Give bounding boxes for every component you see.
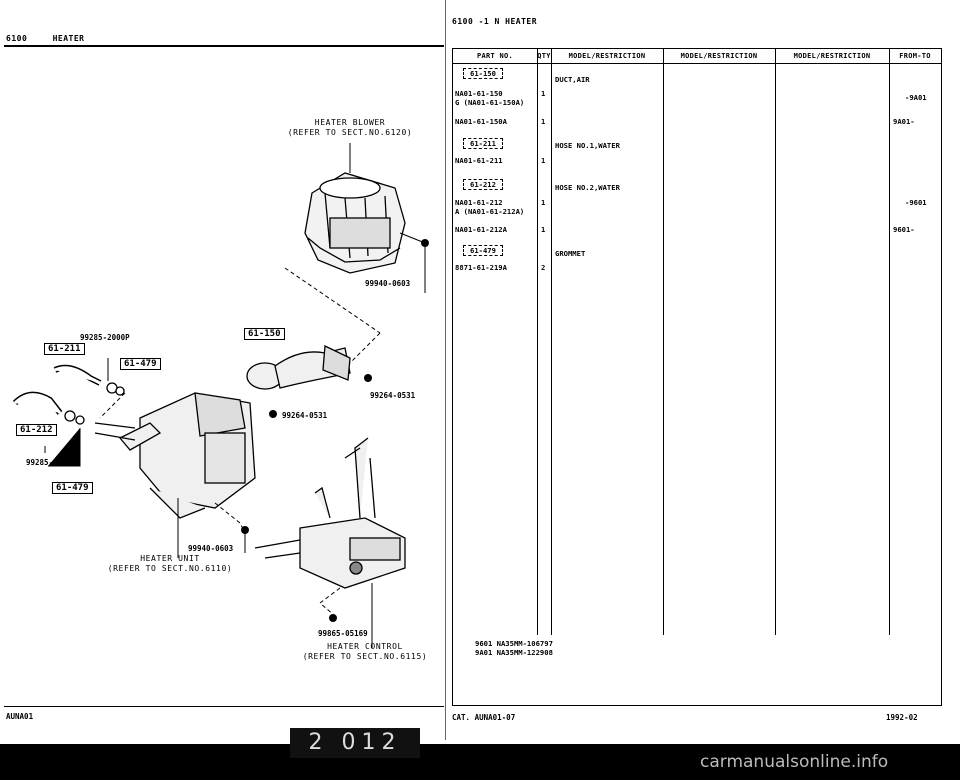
qty: 1 xyxy=(541,225,546,234)
description: HOSE NO.1,WATER xyxy=(555,141,620,150)
heater-control-label: HEATER CONTROL (REFER TO SECT.NO.6115) xyxy=(302,642,428,661)
header-part-no: PART NO. xyxy=(476,52,514,60)
heater-blower-label: HEATER BLOWER (REFER TO SECT.NO.6120) xyxy=(287,118,413,137)
right-header: 6100 -1 N HEATER xyxy=(452,17,538,26)
callout-61-479-a: 61-479 xyxy=(120,358,161,370)
header-model-3: MODEL/RESTRICTION xyxy=(793,52,871,60)
page-divider xyxy=(445,0,446,740)
watermark: carmanualsonline.info xyxy=(700,752,889,772)
from-to: -9A01 xyxy=(905,93,927,102)
heater-unit-drawing xyxy=(94,392,256,519)
callout-61-150: 61-150 xyxy=(244,328,285,340)
qty: 1 xyxy=(541,117,546,126)
part-99264-b: 99264-0531 xyxy=(282,411,328,420)
water-hoses-drawing xyxy=(12,364,125,425)
heater-unit-label: HEATER UNIT (REFER TO SECT.NO.6110) xyxy=(107,554,233,573)
callout-61-211: 61-211 xyxy=(44,343,85,355)
part-99264-a: 99264-0531 xyxy=(370,391,416,400)
part-number-alt: A (NA01-61-212A) xyxy=(455,207,525,216)
footer-rule xyxy=(4,706,444,707)
notes-area: 9601 NA35MM-106797 9A01 NA35MM-122908 xyxy=(453,635,941,705)
col-divider xyxy=(537,49,538,705)
qty: 1 xyxy=(541,156,546,165)
description: GROMMET xyxy=(555,249,586,258)
left-header: 6100 HEATER xyxy=(6,34,85,43)
part-99865: 99865-05169 xyxy=(318,629,368,638)
from-to: 9601- xyxy=(893,225,915,234)
callout-61-479-b: 61-479 xyxy=(52,482,93,494)
footer-left: AUNA01 xyxy=(6,712,34,721)
header-model-1: MODEL/RESTRICTION xyxy=(568,52,646,60)
footer-cat: CAT. AUNA01-07 xyxy=(452,713,516,722)
note-line: 9A01 NA35MM-122908 xyxy=(475,648,553,657)
part-number: NA01-61-212A xyxy=(455,225,507,234)
part-number: NA01-61-212 xyxy=(455,198,503,207)
header-rule xyxy=(4,45,444,47)
part-number: 8871-61-219A xyxy=(455,263,507,272)
parts-table: PART NO. QTY MODEL/RESTRICTION MODEL/RES… xyxy=(452,48,942,706)
part-number: NA01-61-150 xyxy=(455,89,503,98)
entry-box: 61-479 xyxy=(463,245,503,256)
section-title: HEATER xyxy=(52,34,85,43)
qty: 1 xyxy=(541,89,546,98)
entry-box: 61-211 xyxy=(463,138,503,149)
part-99940-top: 99940-0603 xyxy=(365,279,411,288)
header-from-to: FROM-TO xyxy=(899,52,931,60)
diagram-drawing xyxy=(12,143,429,648)
col-divider xyxy=(551,49,552,705)
description: DUCT,AIR xyxy=(555,75,590,84)
qty: 1 xyxy=(541,198,546,207)
description: HOSE NO.2,WATER xyxy=(555,183,620,192)
from-to: -9601 xyxy=(905,198,927,207)
part-number-alt: G (NA01-61-150A) xyxy=(455,98,525,107)
callout-61-212: 61-212 xyxy=(16,424,57,436)
part-99940-bottom: 99940-0603 xyxy=(188,544,234,553)
header-rule xyxy=(453,63,941,64)
col-divider xyxy=(663,49,664,705)
from-to: 9A01- xyxy=(893,117,915,126)
header-qty: QTY xyxy=(537,52,551,60)
section-code: 6100 xyxy=(6,34,28,43)
entry-box: 61-212 xyxy=(463,179,503,190)
col-divider xyxy=(775,49,776,705)
scan-bottom-bar xyxy=(0,744,960,780)
heater-control-drawing xyxy=(254,437,406,589)
part-99285-top: 99285-2000P xyxy=(80,333,130,342)
header-model-2: MODEL/RESTRICTION xyxy=(680,52,758,60)
note-line: 9601 NA35MM-106797 xyxy=(475,639,553,648)
parts-diagram: HEATER BLOWER (REFER TO SECT.NO.6120) 99… xyxy=(0,48,445,708)
entry-box: 61-150 xyxy=(463,68,503,79)
part-number: NA01-61-211 xyxy=(455,156,503,165)
page-code: 2 012 xyxy=(290,728,420,758)
footer-date: 1992-02 xyxy=(886,713,918,722)
col-divider xyxy=(889,49,890,705)
qty: 2 xyxy=(541,263,546,272)
part-number: NA01-61-150A xyxy=(455,117,507,126)
air-duct-drawing xyxy=(246,345,351,390)
heater-blower-drawing xyxy=(304,172,406,274)
part-99285-bottom: 99285-2000P xyxy=(26,458,76,467)
